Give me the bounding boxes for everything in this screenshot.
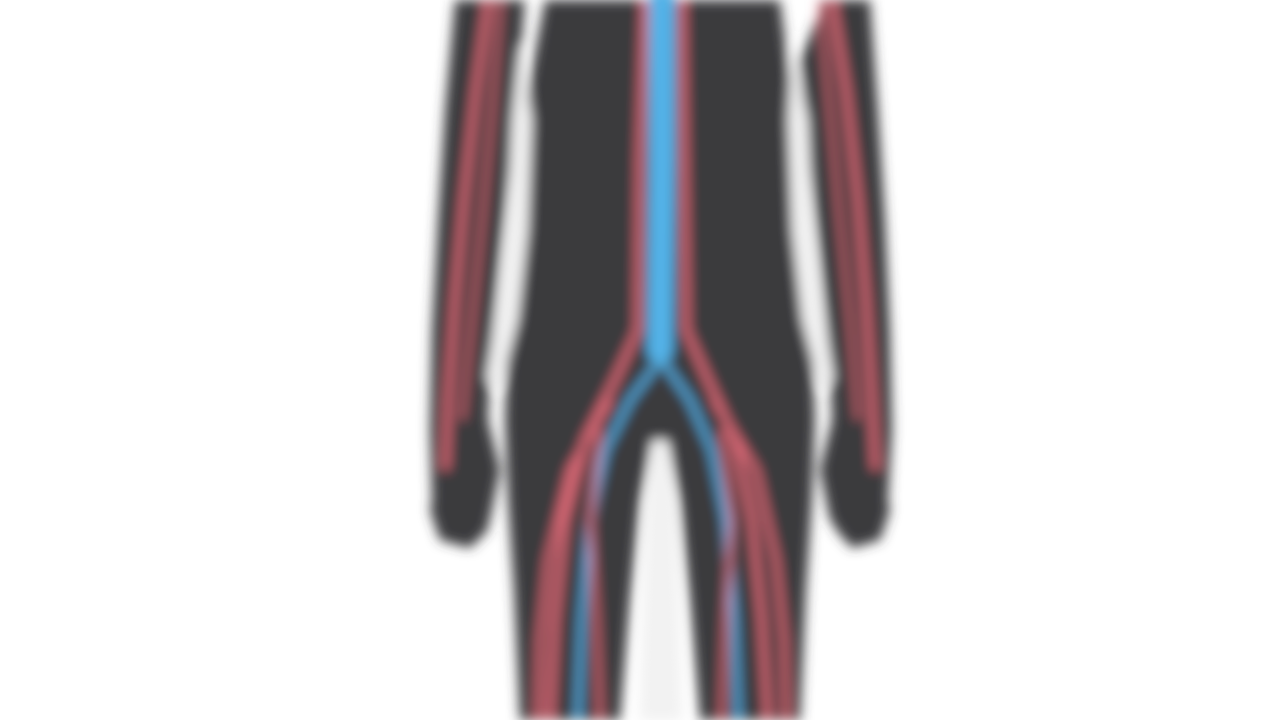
aorta-left [546,0,649,720]
right-iliac-vein [659,358,741,720]
right-leg-artery-inner [719,429,735,720]
body-figure [430,0,892,720]
right-hand [832,470,890,548]
left-leg-artery-inner [587,429,603,720]
vena-cava [647,0,675,363]
leg-gap [640,440,682,720]
left-arm-artery-secondary [460,0,502,421]
left-iliac-vein [575,358,663,720]
right-arm-artery-secondary [818,0,860,421]
right-arm-artery [828,0,880,481]
left-arm-gap [486,40,532,390]
left-hand [430,470,490,548]
left-arm-artery [441,0,492,481]
left-leg-artery-outer [535,398,613,720]
right-leg-artery-outer [711,398,789,720]
right-arm-gap [788,40,834,390]
